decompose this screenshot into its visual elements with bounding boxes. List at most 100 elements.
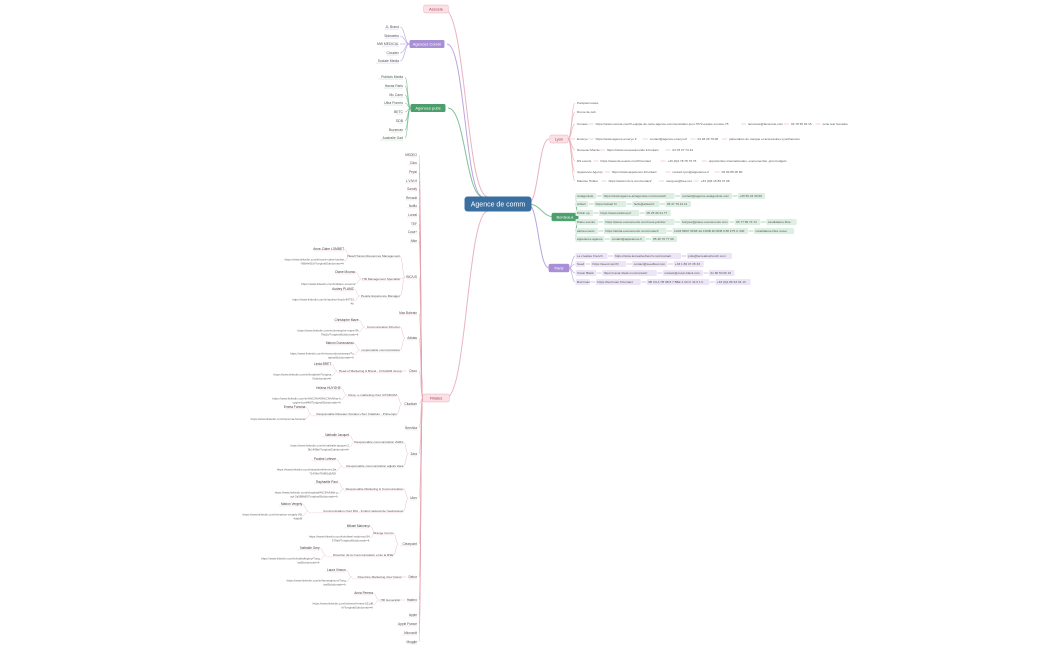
paris-cell[interactable]: contact@oscar-black.com [664, 271, 700, 275]
subsidiary-item[interactable]: Microsoft [404, 631, 417, 635]
subsidiary-company[interactable]: Max Bahrain [399, 311, 417, 315]
contact-linkedin-link[interactable]: uyghe-bce848/?originalSubdomain=fr [293, 401, 341, 405]
contact-linkedin-link[interactable]: https://www.linkedin.com/in/raphaël%C3%A… [275, 491, 338, 495]
contact-linkedin-link[interactable]: https://www.linkedin.com/in/anna-ferrera… [313, 602, 374, 606]
bordeaux-cell[interactable]: bonjour@piano-evenements.com [682, 220, 728, 224]
contact-linkedin-link[interactable]: https://www.linkedin.com/in/manondurouss… [290, 352, 354, 356]
contact-linkedin-link[interactable]: -98d4e91b/?originalSubdomain=fr [300, 262, 344, 266]
subsidiary-item[interactable]: Nike [411, 239, 418, 243]
subsidiary-item[interactable]: Renault [406, 196, 417, 200]
pub-agency-item[interactable]: Mc Cann [389, 93, 403, 97]
bordeaux-cell[interactable]: https://azkarl.fr/ [596, 202, 617, 206]
lyon-cell[interactable]: lacomete@lacomete.com [748, 122, 783, 126]
bordeaux-cell[interactable]: https://www.pickinup.fr [601, 211, 632, 215]
pub-agency-item[interactable]: Publicis Media [381, 75, 403, 79]
contact-linkedin-link[interactable]: 9b1498a/?originalSubdomain=fr [308, 448, 349, 452]
contact-linkedin-link[interactable]: https://www.linkedin.com/in/lindabret/?o… [274, 373, 332, 377]
subsidiary-item[interactable]: Coca+ [408, 230, 417, 234]
lyon-cell[interactable]: https://www.ds-events.com/fr/contact [601, 159, 652, 163]
subsidiary-item[interactable]: TEF [411, 222, 417, 226]
subsidiary-company[interactable]: Zara [410, 452, 417, 456]
root-node[interactable]: Agence de comm [464, 196, 532, 212]
contact-linkedin-link[interactable]: inalSubdomain=fr [323, 583, 346, 587]
lyon-cell[interactable]: contact.lyon@appetence.fr [672, 170, 709, 174]
contact-linkedin-link[interactable]: b/?originalSubdomain=fr [342, 606, 373, 610]
contact-person[interactable]: Mikael Malonnyi [347, 524, 370, 528]
contact-linkedin-link[interactable]: lSubdomain=fr [312, 377, 331, 381]
pub-agency-item[interactable]: Ultra Pomeo [384, 101, 403, 105]
contact-linkedin-link[interactable]: https://www.linkedin.com/in/emma-fonsina… [251, 417, 306, 421]
main-topic-filiales[interactable]: Filiales [422, 393, 450, 403]
contact-linkedin-link[interactable]: https://www.linkedin.com/in/audrey-lhoub… [292, 298, 354, 302]
subsidiary-item[interactable]: Cilou [410, 161, 417, 165]
contact-linkedin-link[interactable]: https://www.linkedin.com/in/christophe-m… [297, 329, 358, 333]
contact-person[interactable]: Audrey PLAMZ [332, 287, 354, 291]
paris-cell[interactable]: contact@seedfeel.com [634, 262, 666, 266]
contact-linkedin-link[interactable]: inalSubdomain=fr [297, 561, 320, 565]
bordeaux-cell[interactable]: contact@appetence.fr [612, 237, 642, 241]
lyon-cell[interactable]: https://www.nouveaumonde.fr/contact [607, 148, 659, 152]
subsidiary-company[interactable]: Bershka [405, 426, 417, 430]
contact-linkedin-link[interactable]: aul-2a588b85/?originalSubdomain=fr [290, 495, 338, 499]
lyon-cell[interactable]: https://www.agence-emeryo.fr [596, 137, 637, 141]
comm-agency-item[interactable]: JL Brand [386, 25, 400, 29]
subsidiary-item[interactable]: Nuffio [409, 204, 417, 208]
contact-person[interactable]: Manon Durousseau [326, 341, 354, 345]
lyon-cell[interactable]: https://www.mh-rs.com/contact/ [609, 179, 652, 183]
pub-agency-item[interactable]: Australie Gad [382, 136, 403, 140]
contact-linkedin-link[interactable]: https://www.linkedin.com/in/mikael-malon… [309, 535, 370, 539]
paris-cell[interactable]: https://oscar-black.com/contact/ [604, 271, 648, 275]
subsidiary-company[interactable]: Adidas [407, 336, 417, 340]
comm-agency-item[interactable]: MW MEDICAL [377, 42, 399, 46]
bordeaux-cell[interactable]: hello@azkarl.fr [634, 202, 655, 206]
contact-person[interactable]: Anna Ferrera [354, 591, 373, 595]
subsidiary-company[interactable]: Dekor [408, 575, 417, 579]
contact-person[interactable]: Marion Vergely [281, 502, 303, 506]
subsidiary-item[interactable]: L.V.M.H [406, 179, 418, 183]
bordeaux-cell[interactable]: https://piano-evenements.com/nous-joindr… [605, 220, 665, 224]
comm-agency-item[interactable]: Sidewebs [384, 34, 399, 38]
pub-agency-item[interactable]: Havas Paris [385, 84, 404, 88]
contact-person[interactable]: Helena HUYGHE [316, 386, 341, 390]
contact-person[interactable]: Raphaelle Paul [316, 480, 338, 484]
pub-agency-item[interactable]: Buzzman [389, 128, 403, 132]
comm-agency-item[interactable]: Cloudex [387, 51, 400, 55]
comm-agency-item[interactable]: Sociale Media [378, 59, 399, 63]
subsidiary-item[interactable]: Muggle [407, 640, 418, 644]
subsidiary-company[interactable]: Cisco [409, 369, 417, 373]
contact-person[interactable]: Pauline Lefevre [314, 457, 336, 461]
contact-person[interactable]: Laura Vinson [327, 568, 346, 572]
contact-linkedin-link[interactable]: https://www.linkedin.com/in/marion-verge… [243, 513, 303, 517]
main-topic-agences-comm[interactable]: Agences Comm [409, 40, 445, 48]
contact-linkedin-link[interactable]: https://www.linkedin.com/in/diane-mourou… [301, 282, 355, 286]
contact-linkedin-link[interactable]: https://www.linkedin.com/in/nathaliegrey… [261, 557, 320, 561]
subsidiary-item[interactable]: Apple France [398, 622, 417, 626]
subsidiary-company[interactable]: BIC/US [406, 275, 417, 279]
contact-person[interactable]: Anne-Claire LOMBET [313, 247, 344, 251]
main-topic-bordeaux[interactable]: Bordeaux [551, 212, 579, 222]
contact-linkedin-link[interactable]: riginalSubdomain=fr [328, 356, 354, 360]
contact-person[interactable]: Christophe Maze [334, 318, 358, 322]
contact-linkedin-link[interactable]: 79a2a/?originalSubdomain=fr [321, 333, 359, 337]
subsidiary-item[interactable]: Apple [409, 613, 417, 617]
main-topic-paris[interactable]: Paris [548, 263, 570, 273]
subsidiary-item[interactable]: Loreal [408, 213, 417, 217]
contact-person[interactable]: Diane Mourou [335, 270, 355, 274]
subsidiary-company[interactable]: Citadium [404, 402, 417, 406]
contact-linkedin-link[interactable]: 4b [350, 302, 354, 306]
subsidiary-item[interactable]: Sanofy [407, 187, 417, 191]
lyon-cell[interactable]: https://www.appetence.fr/contact [612, 170, 657, 174]
subsidiary-company[interactable]: Uber [410, 496, 418, 500]
paris-cell[interactable]: https://buzzman.fr/contact [597, 280, 633, 284]
lyon-cell[interactable]: mergoux@free.net [666, 179, 692, 183]
pub-agency-item[interactable]: DDB [396, 119, 404, 123]
contact-linkedin-link[interactable]: https://www.linkedin.com/in/h%C3%A9l%C3%… [272, 397, 341, 401]
contact-linkedin-link[interactable]: https://www.linkedin.com/in/paulinelefev… [277, 468, 337, 472]
main-topic-associe[interactable]: Associe [423, 4, 449, 14]
lyon-cell[interactable]: contact@agence-emeryo.fr [650, 137, 687, 141]
bordeaux-cell[interactable]: https://aloha-evenements.com/contact/ [605, 229, 658, 233]
main-topic-lyon[interactable]: Lyon [549, 134, 569, 144]
pub-agency-item[interactable]: BETC [394, 110, 404, 114]
contact-linkedin-link[interactable]: 71434b/?MMSdZAEI [309, 472, 336, 476]
subsidiary-item[interactable]: Pepsi [409, 170, 417, 174]
